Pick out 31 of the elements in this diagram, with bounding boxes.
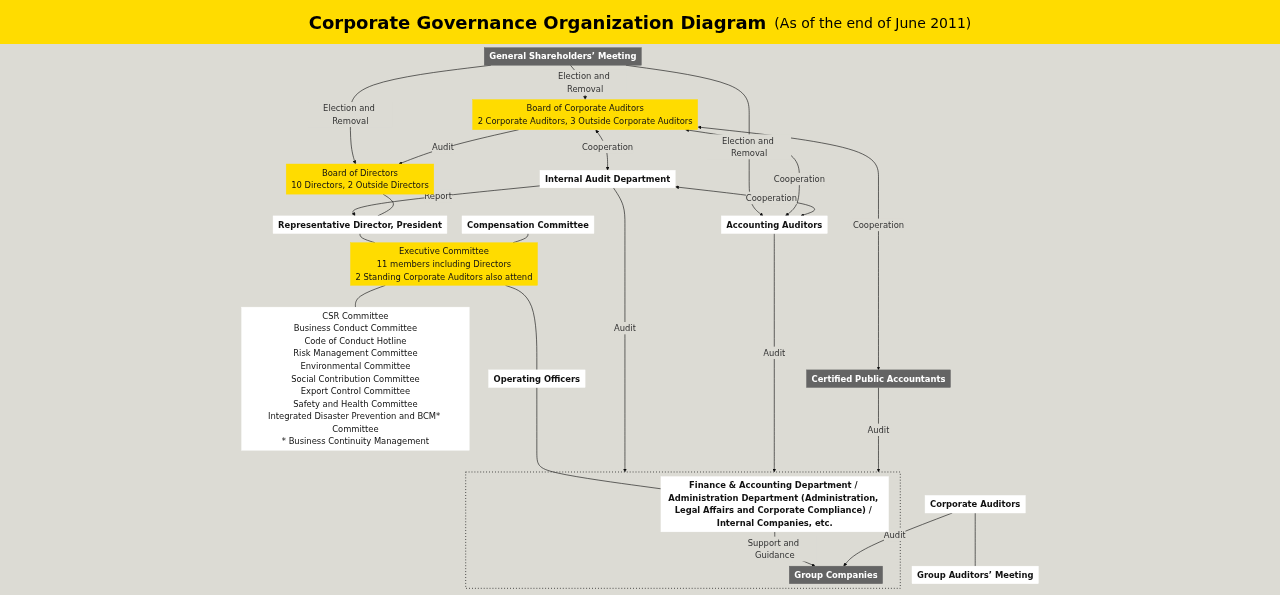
node-box: General Shareholders’ Meeting [484,47,642,66]
edge-label: Audit [763,347,786,358]
node-box: Representative Director, President [272,215,448,234]
node-box: Group Companies [789,565,883,584]
diagram-title: Corporate Governance Organization Diagram [308,11,767,33]
node-box: Compensation Committee [461,215,595,234]
edge-label: Election and Removal [557,71,610,94]
node-box: Operating Officers [488,369,586,388]
connector [536,387,662,490]
edge-label: Cooperation [773,174,825,185]
node-box: Accounting Auditors [721,215,828,234]
node-box: Internal Audit Department [539,170,676,189]
node-box: Board of Directors 10 Directors, 2 Outside Directors [286,163,434,195]
edge-label: Cooperation [582,141,634,152]
edge-label: Audit [613,323,636,334]
edge-label: Support and Guidance [747,537,800,561]
node-box: Finance & Accounting Department / Administration Department (Administration, Legal Affairs and Corporate Compliance) / Internal Companies, etc. [660,476,889,533]
edge-label: Election and Removal [323,103,375,126]
node-box: Executive Committee 11 members including Directors 2 Standing Corporate Auditors also attend [350,242,538,286]
node-box: CSR Committee Business Conduct Committee Code of Conduct Hotline Risk Management Committee Environmental Committee Social Contribution Committee Export Control Committee Safety and Health Committee Integrated Disaster Prevention and BCM* Committee * Business Continuity Management [241,306,470,451]
edge-label: Cooperation [745,192,797,203]
edge-label: Cooperation [852,219,905,230]
node-box: Corporate Auditors [924,495,1026,514]
date-note: (As of the end of June 2011) [774,14,972,31]
edge-label: Audit [432,141,455,152]
edge-label: Election and Removal [721,135,774,159]
edge-label: Audit [883,530,906,541]
node-box: Group Auditors’ Meeting [911,565,1039,584]
edge-label: Audit [867,424,890,435]
node-box: Board of Corporate Auditors 2 Corporate Auditors, 3 Outside Corporate Auditors [472,99,698,130]
node-box: Certified Public Accountants [806,369,951,388]
